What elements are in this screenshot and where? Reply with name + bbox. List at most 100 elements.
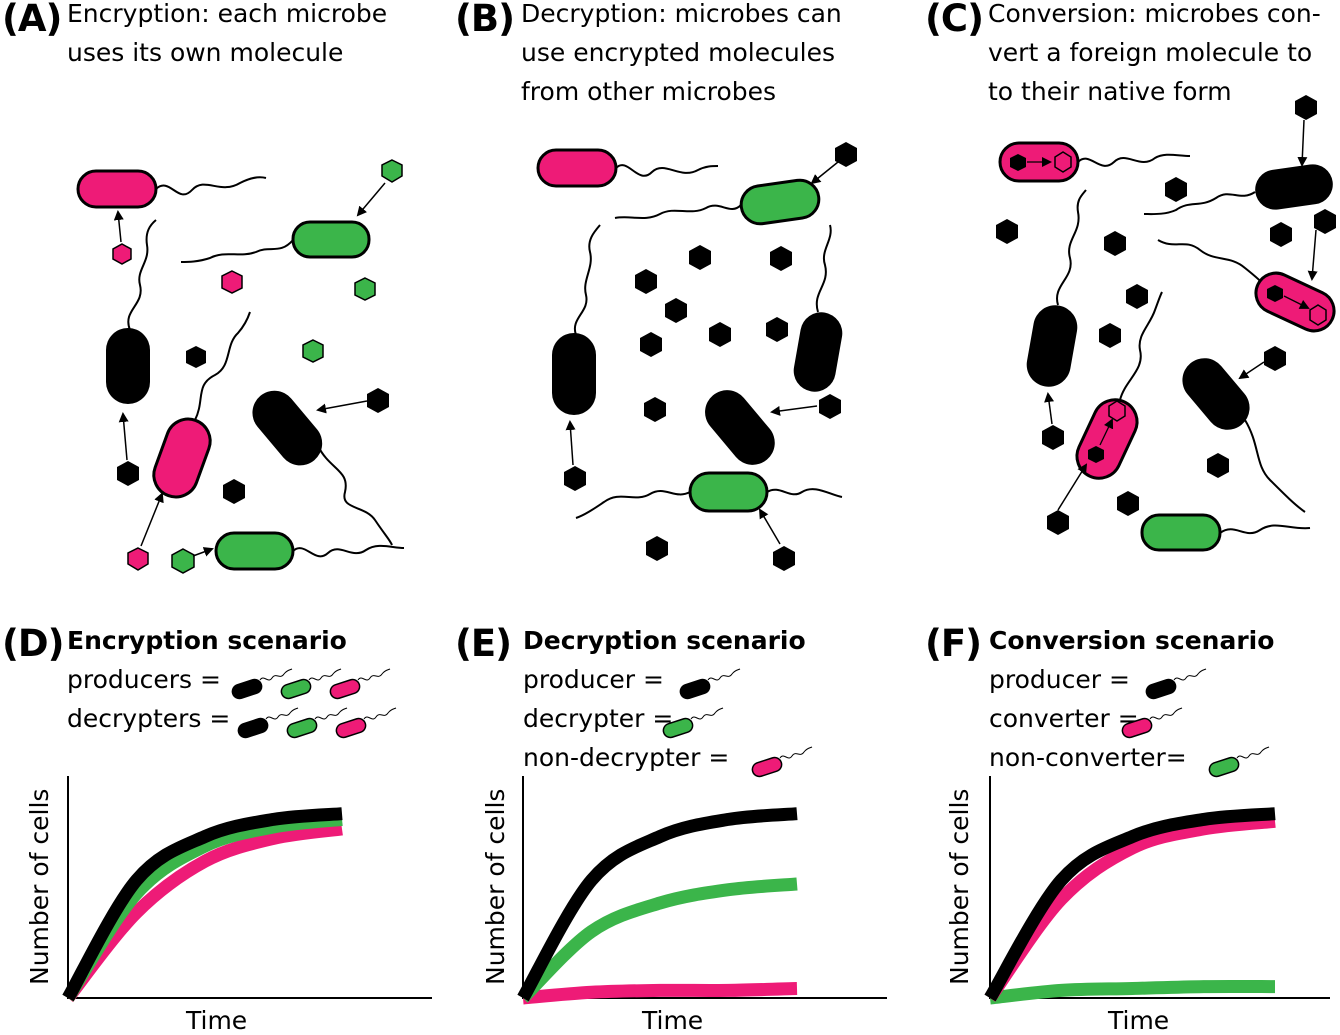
flagellum: [127, 219, 157, 331]
black-molecule: [1099, 323, 1121, 348]
panel-b-line-3: from other microbes: [521, 77, 777, 106]
panel-c-line-1: Conversion: microbes con-: [988, 0, 1321, 28]
pink-molecule: [127, 547, 149, 571]
legend-bacterium-pink: [751, 746, 813, 778]
black-molecule: [1117, 491, 1139, 516]
series-line-decrypter: [62, 812, 343, 1002]
flagellum: [614, 204, 742, 219]
green-molecule: [354, 277, 376, 301]
flagellum: [766, 488, 843, 498]
series-line-non-decrypter: [62, 822, 343, 1003]
chart-axes: [67, 776, 432, 999]
black-molecule: [1126, 284, 1148, 309]
panel-b-illustration: [536, 142, 857, 571]
flagellum: [1077, 153, 1191, 167]
flagellum: [573, 224, 601, 336]
arrow: [1057, 463, 1088, 511]
panel-c-line-2: vert a foreign molecule to: [988, 38, 1313, 67]
flagellum: [194, 311, 251, 421]
panel-f-legend-producer: producer =: [989, 665, 1130, 694]
converted-molecule: [1108, 400, 1126, 422]
bacterium: [106, 328, 150, 404]
panel-b-line-1: Decryption: microbes can: [521, 0, 842, 28]
panel-b-letter: (B): [455, 0, 515, 40]
panel-e-legend-producer: producer =: [523, 665, 664, 694]
green-molecule: [381, 159, 403, 183]
flagellum: [1119, 291, 1163, 401]
flagellum: [815, 224, 832, 313]
bacterium: [1026, 305, 1078, 387]
flagellum: [292, 544, 405, 558]
black-molecule: [564, 466, 586, 491]
pink-molecule: [112, 243, 132, 265]
panel-a-line-2: uses its own molecule: [67, 38, 344, 67]
charts: [62, 776, 1330, 1005]
black-molecule: [117, 461, 139, 486]
legend-bacterium-black: [231, 668, 293, 700]
black-molecule: [1104, 231, 1126, 256]
black-molecule: [709, 322, 731, 347]
legend-bacterium-black: [237, 707, 299, 739]
black-molecule: [835, 142, 857, 167]
black-molecule: [1314, 209, 1336, 234]
bacterium: [76, 169, 158, 209]
black-molecule: [223, 479, 245, 504]
panel-c-letter: (C): [925, 0, 984, 40]
black-molecule: [819, 394, 841, 419]
panel-d-title: Encryption scenario: [67, 626, 347, 655]
panel-f-title: Conversion scenario: [989, 626, 1275, 655]
black-molecule: [665, 298, 687, 323]
black-molecule: [646, 536, 668, 561]
arrow: [1297, 119, 1308, 167]
black-molecule: [640, 332, 662, 357]
arrow: [192, 547, 214, 557]
chart-axes: [989, 776, 1330, 999]
bacterium: [688, 471, 769, 513]
arrow: [316, 400, 368, 414]
black-molecule: [644, 397, 666, 422]
chart-d-xlabel: Time: [186, 1006, 248, 1035]
black-molecule: [635, 269, 657, 294]
panel-d-legend-decrypters: decrypters =: [67, 704, 231, 733]
panel-e-legend-decrypter: decrypter =: [523, 704, 674, 733]
bacterium: [739, 178, 821, 226]
arrow: [113, 210, 124, 243]
flagellum: [180, 239, 294, 263]
panel-c-illustration: [996, 95, 1336, 552]
black-molecule: [367, 388, 389, 413]
panel-f-legend-converter: converter =: [989, 704, 1139, 733]
black-molecule: [1010, 154, 1026, 171]
arrow: [356, 182, 386, 217]
flagellum: [575, 490, 691, 519]
black-molecule: [766, 317, 788, 342]
flagellum: [1244, 419, 1306, 513]
arrow: [1307, 229, 1318, 281]
arrow-double: [118, 412, 129, 461]
arrow: [1044, 392, 1055, 425]
bacterium: [1075, 398, 1139, 480]
bacterium: [793, 312, 843, 392]
panel-a-line-1: Encryption: each microbe: [67, 0, 388, 28]
panel-d-letter: (D): [2, 622, 65, 665]
black-molecule: [1207, 453, 1229, 478]
flagellum: [1143, 191, 1256, 216]
flagellum: [615, 164, 719, 177]
black-molecule: [1295, 95, 1317, 120]
panel-a-illustration: [76, 159, 405, 574]
bacterium: [152, 417, 212, 499]
legend-bacterium-black: [679, 668, 741, 700]
panel-b-description: Decryption: microbes can use encrypted m…: [521, 0, 842, 111]
pink-molecule: [221, 270, 243, 294]
panel-a-description: Encryption: each microbe uses its own mo…: [67, 0, 387, 72]
bacterium: [1182, 358, 1250, 430]
panel-e-letter: (E): [455, 622, 512, 665]
panel-c-line-3: to their native form: [988, 77, 1232, 106]
legend-bacterium-green: [280, 668, 342, 700]
panel-e-title: Decryption scenario: [523, 626, 806, 655]
series-line-non-decrypter: [522, 982, 798, 1005]
legend-swatches: [231, 668, 1270, 778]
bacterium: [536, 148, 618, 188]
bacterium: [252, 390, 323, 466]
bacterium: [705, 390, 775, 465]
